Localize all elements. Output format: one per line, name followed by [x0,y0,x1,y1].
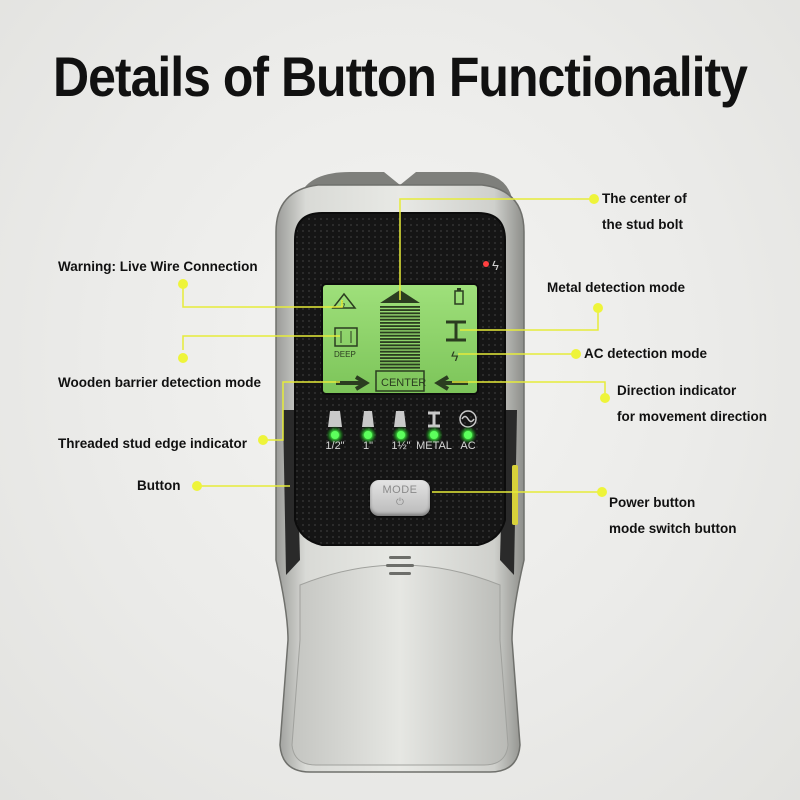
stud-bar-segment [380,306,420,308]
stud-bar-segment [380,322,420,324]
deep-label: DEEP [334,350,356,359]
stud-bar-segment [380,360,420,363]
sensor-label-half-inch: 1/2" [325,440,345,452]
label-power-1: Power button [609,495,696,510]
sensor-label-metal: METAL [416,440,452,452]
mode-power-button[interactable]: MODE ⏻ [370,480,430,516]
stud-bar-segment [380,347,420,350]
center-label: CENTER [381,377,426,389]
label-power-2: mode switch button [609,521,737,536]
stud-bar-segment [380,325,420,327]
stud-bar-segment [380,357,420,359]
svg-text:ϟ: ϟ [492,258,499,273]
label-wood-mode: Wooden barrier detection mode [58,375,262,390]
stud-bar-segment [380,354,420,356]
stud-bar-segment [380,328,420,331]
label-stud-center-1: The center of [602,191,687,206]
label-direction-2: for movement direction [617,409,768,424]
stud-bar-segment [380,309,420,311]
stud-bar-segment [380,318,420,321]
stud-bar-segment [380,334,420,337]
stud-bar-segment [380,366,420,369]
page-title: Details of Button Functionality [53,45,748,109]
svg-text:ϟ: ϟ [341,300,346,309]
stud-bar-segment [380,363,420,366]
stud-bar-segment [380,350,420,353]
svg-text:ϟ: ϟ [451,348,459,364]
stud-bar-segment [380,338,420,340]
label-live-wire: Warning: Live Wire Connection [58,259,258,274]
stud-bar-segment [380,344,420,347]
device-grip [291,564,509,766]
sensor-label-one-inch: 1" [362,440,374,452]
power-icon: ⏻ [396,497,404,508]
label-stud-center-2: the stud bolt [602,217,683,232]
stud-bar-segment [380,315,420,318]
sensor-label-one-half-inch: 1½" [391,440,411,452]
label-metal-mode: Metal detection mode [547,280,686,295]
label-button: Button [137,478,181,493]
live-wire-led [483,261,489,267]
label-ac-mode: AC detection mode [584,346,708,361]
mode-button-label: MODE [382,484,418,496]
stud-bar-segment [380,331,420,334]
stud-bar-segment [380,341,420,343]
label-stud-edge: Threaded stud edge indicator [58,436,248,451]
label-direction-1: Direction indicator [617,383,737,398]
stud-bar-segment [380,312,420,315]
sensor-label-ac: AC [460,440,476,452]
